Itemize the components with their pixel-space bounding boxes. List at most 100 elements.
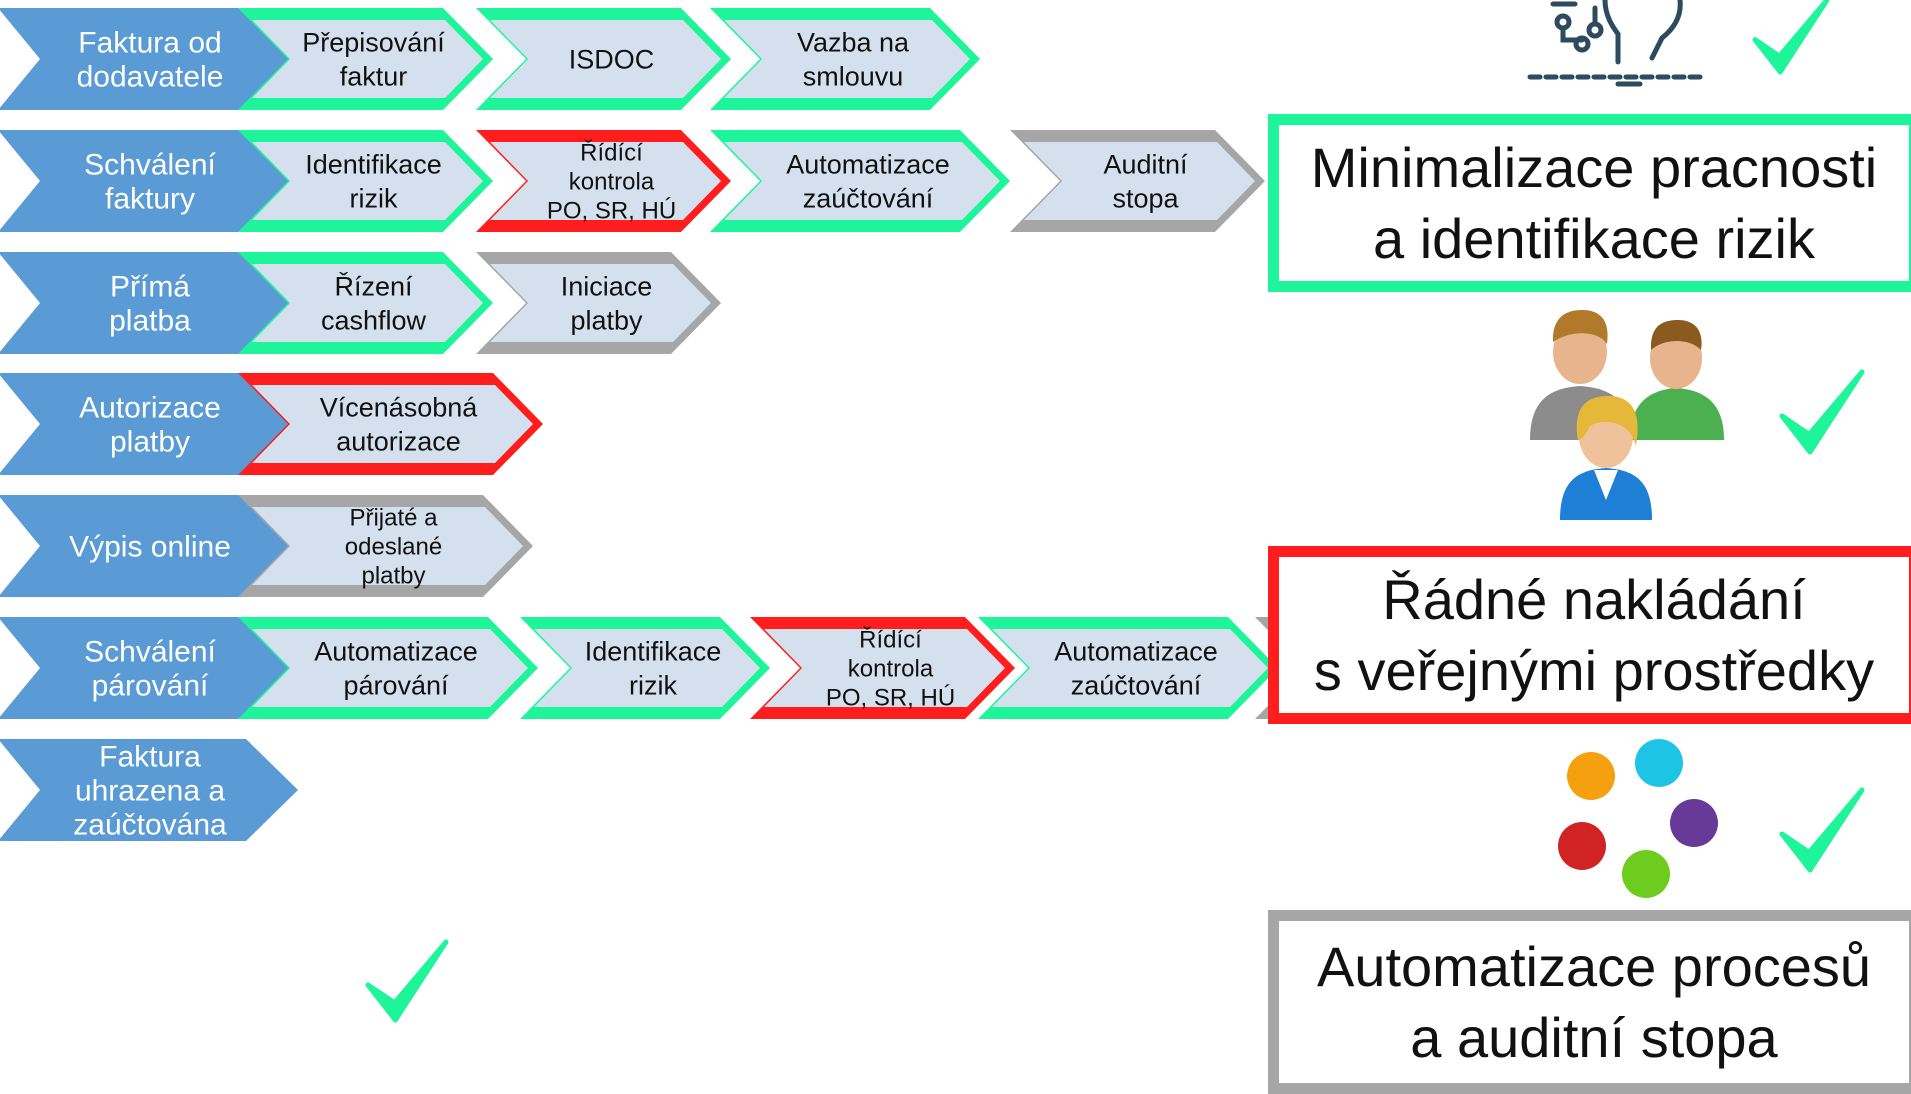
process-step-vazba-na-smlouvu: Vazba na smlouvu	[710, 8, 980, 110]
row-head-label: Schválení	[84, 636, 216, 669]
row-head-label: Autorizace	[79, 392, 221, 425]
step-label: faktur	[340, 62, 408, 92]
step-label: Vícenásobná	[320, 393, 479, 423]
legend-line: Minimalizace pracnosti	[1310, 135, 1878, 199]
checkmark-icon	[1779, 787, 1865, 873]
step-label: Vazba na	[797, 28, 910, 58]
step-label: smlouvu	[803, 62, 904, 92]
row-head-shape	[0, 252, 298, 354]
step-fill	[724, 20, 970, 98]
process-step-identifikace-rizik: Identifikace rizik	[520, 617, 770, 719]
ai-head-icon	[1527, 0, 1703, 87]
row-head-shape	[0, 739, 298, 841]
step-fill	[764, 629, 1005, 707]
step-fill	[490, 20, 721, 98]
step-fill	[252, 385, 533, 463]
row-head-shape	[0, 495, 298, 597]
step-fill	[992, 629, 1268, 707]
process-step-isdoc: ISDOC	[476, 8, 731, 110]
row-head-shape	[0, 130, 298, 232]
step-fill	[252, 142, 483, 220]
checkmarks	[365, 0, 1865, 1023]
step-fill	[490, 142, 721, 220]
step-label: cashflow	[321, 306, 427, 336]
step-label: PO, SR, HÚ	[826, 685, 955, 712]
step-label: kontrola	[848, 656, 934, 683]
step-label: Přijaté a	[349, 505, 438, 532]
row-head-label: uhrazena a	[75, 775, 225, 808]
step-label: autorizace	[336, 427, 461, 457]
step-label: stopa	[1112, 184, 1179, 214]
decorations	[1527, 0, 1724, 898]
step-label: rizik	[629, 671, 677, 701]
row-head-label: dodavatele	[77, 61, 224, 94]
step-label: Řízení	[334, 271, 413, 302]
step-label: Automatizace	[786, 150, 950, 180]
step-label: platby	[570, 306, 643, 336]
row-head-shape	[0, 373, 298, 475]
process-step-automatizace-zauctovani: Automatizace zaúčtování	[710, 130, 1010, 232]
process-step-automatizace-zauctovani: Automatizace zaúčtování	[978, 617, 1278, 719]
step-label: platby	[361, 563, 425, 590]
row-head-label: platby	[110, 426, 190, 459]
process-step-auditni-stopa: Auditní stopa	[1010, 130, 1265, 232]
step-label: Přepisování	[302, 28, 445, 58]
row-head-label: zaúčtována	[73, 809, 227, 842]
people-group-icon	[1530, 310, 1724, 520]
step-label: odeslané	[345, 534, 442, 561]
row-head-label: Schválení	[84, 149, 216, 182]
row-head-label: faktury	[105, 183, 195, 216]
legend-box-red: Řádné nakládání s veřejnými prostředky	[1268, 546, 1911, 724]
process-step-iniciace-platby: Iniciace platby	[476, 252, 721, 354]
legend-line: Řádné nakládání	[1382, 567, 1806, 631]
legend-box-green: Minimalizace pracnosti a identifikace riz…	[1268, 114, 1911, 292]
row-head-label: Výpis online	[69, 531, 231, 564]
legend-line: Automatizace procesů	[1316, 934, 1872, 998]
process-step-rizeni-cashflow: Řízení cashflow	[238, 252, 493, 354]
step-label: ISDOC	[569, 45, 655, 75]
checkmark-icon	[365, 939, 449, 1023]
step-label: Identifikace	[585, 637, 722, 667]
step-label: párování	[343, 671, 449, 701]
step-fill	[252, 264, 483, 342]
process-step-automatizace-parovani: Automatizace párování	[238, 617, 538, 719]
row-head-label: Faktura	[99, 741, 201, 774]
step-label: kontrola	[569, 169, 655, 196]
legend-line: s veřejnými prostředky	[1313, 639, 1875, 702]
step-label: PO, SR, HÚ	[547, 198, 676, 225]
process-step-vicenasobna-autorizace: Vícenásobná autorizace	[238, 373, 543, 475]
step-label: zaúčtování	[1071, 671, 1202, 701]
step-label: Automatizace	[1054, 637, 1218, 667]
step-label: Identifikace	[305, 150, 442, 180]
row-head-shape	[0, 617, 298, 719]
step-label: rizik	[350, 184, 398, 214]
legend-line: a identifikace rizik	[1373, 207, 1815, 270]
step-label: zaúčtování	[803, 184, 934, 214]
row-head-label: Přímá	[110, 271, 190, 304]
process-step-prepisovani-faktur: Přepisování faktur	[238, 8, 493, 110]
step-label: Řídící	[859, 627, 922, 654]
row-head-label: Faktura od	[78, 27, 221, 60]
step-label: Řídící	[580, 140, 643, 167]
step-label: Iniciace	[561, 272, 653, 302]
row-head-label: párování	[92, 670, 209, 703]
step-fill	[252, 507, 523, 585]
step-fill	[534, 629, 760, 707]
step-label: Automatizace	[314, 637, 478, 667]
step-fill	[252, 20, 483, 98]
step-label: Auditní	[1103, 150, 1188, 180]
step-fill	[252, 629, 528, 707]
step-fill	[724, 142, 1000, 220]
color-dots-icon	[1558, 739, 1718, 898]
